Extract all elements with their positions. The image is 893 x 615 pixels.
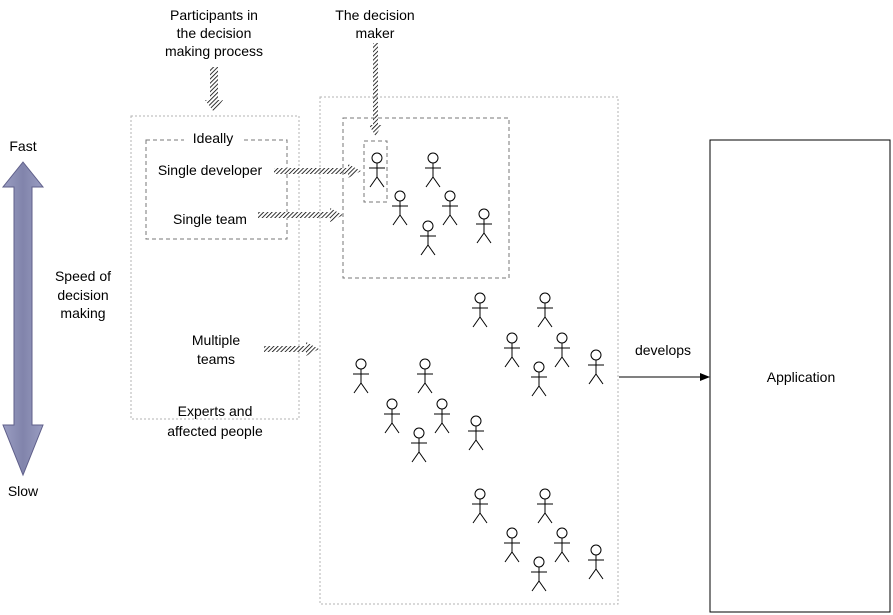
multi-team-figure — [588, 544, 604, 580]
ideally-label: Ideally — [193, 130, 233, 146]
experts-label-line-1: Experts and — [178, 403, 253, 419]
stick-figures — [353, 152, 604, 592]
speed-label-line-3: making — [60, 305, 105, 321]
multi-team-figure — [588, 349, 604, 385]
develops-label: develops — [635, 342, 691, 358]
team-member-figure — [442, 190, 458, 226]
decision-maker-box — [363, 140, 388, 203]
speed-arrow — [1, 161, 45, 477]
multi-team-figure — [434, 398, 450, 434]
multi-team-figure — [384, 398, 400, 434]
experts-label-line-2: affected people — [167, 423, 263, 439]
participants-label-line-3: making process — [165, 43, 263, 59]
multi-team-figure — [353, 358, 369, 394]
participants-label-line-2: the decision — [177, 25, 252, 41]
ideally-label-bg — [184, 128, 242, 146]
multi-team-figure — [472, 292, 488, 328]
multiple-teams-label-line-1: Multiple — [192, 332, 240, 348]
multi-team-figure — [537, 488, 553, 524]
fast-label: Fast — [9, 138, 36, 154]
speed-label-line-2: decision — [57, 287, 108, 303]
multi-team-figure — [411, 427, 427, 463]
single-team-box — [342, 117, 510, 279]
participants-hatched-arrow — [205, 67, 223, 112]
single-developer-label: Single developer — [158, 162, 263, 178]
multi-team-figure — [531, 361, 547, 397]
decision-maker-label-line-2: maker — [356, 25, 395, 41]
application-label: Application — [767, 369, 836, 385]
multiple-teams-hatched-arrow — [264, 342, 319, 356]
multi-team-figure — [504, 332, 520, 368]
multi-team-figure — [472, 488, 488, 524]
slow-label: Slow — [8, 483, 39, 499]
decision-maker-figure — [369, 152, 385, 188]
people-box — [319, 96, 619, 605]
multi-team-figure — [504, 527, 520, 563]
multi-team-figure — [554, 332, 570, 368]
application-box — [709, 139, 891, 613]
participants-box — [130, 115, 300, 420]
participants-label-line-1: Participants in — [170, 7, 258, 23]
decision-maker-label-line-1: The decision — [335, 7, 414, 23]
single-team-hatched-arrow — [258, 208, 343, 222]
multiple-teams-label-line-2: teams — [197, 351, 235, 367]
decision-maker-hatched-arrow — [369, 43, 382, 136]
team-member-figure — [425, 152, 441, 188]
multi-team-figure — [554, 527, 570, 563]
multi-team-figure — [531, 556, 547, 592]
multi-team-figure — [468, 415, 484, 451]
team-member-figure — [476, 208, 492, 244]
team-member-figure — [420, 220, 436, 256]
single-developer-hatched-arrow — [274, 164, 361, 178]
team-member-figure — [392, 190, 408, 226]
multi-team-figure — [417, 358, 433, 394]
speed-label-line-1: Speed of — [55, 268, 111, 284]
single-team-label: Single team — [173, 211, 247, 227]
multi-team-figure — [537, 292, 553, 328]
